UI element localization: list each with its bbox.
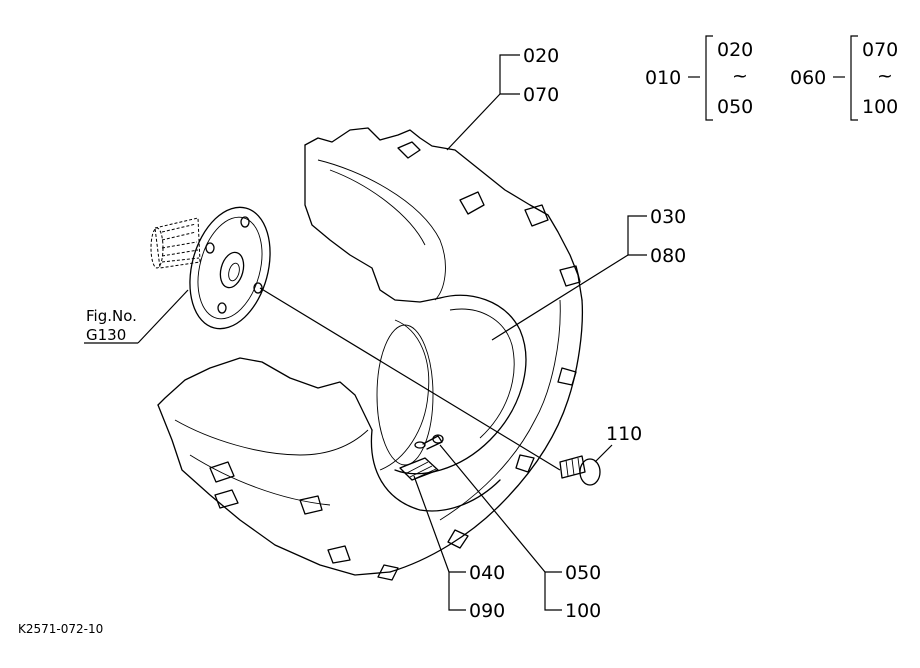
label-050: 050 xyxy=(565,562,601,584)
legend-key-060: 060 xyxy=(790,67,826,89)
legend-tilde: ~ xyxy=(732,65,748,87)
label-020: 020 xyxy=(523,45,559,67)
tire-wheel-icon xyxy=(157,127,584,581)
legend-group-010: 010 020 ~ 050 xyxy=(645,35,753,121)
label-030: 030 xyxy=(650,206,686,228)
legend-to-050: 050 xyxy=(717,96,753,118)
valve-icon xyxy=(414,434,444,450)
leader-lines xyxy=(84,54,647,611)
legend-key-010: 010 xyxy=(645,67,681,89)
bolt-icon xyxy=(559,455,601,486)
drawing-code: K2571-072-10 xyxy=(18,622,103,636)
legend-from-020: 020 xyxy=(717,39,753,61)
legend-group-060: 060 070 ~ 100 xyxy=(790,35,898,121)
label-040: 040 xyxy=(469,562,505,584)
label-080: 080 xyxy=(650,245,686,267)
legend-from-070: 070 xyxy=(862,39,898,61)
wheel-hub-icon xyxy=(150,206,271,330)
label-070: 070 xyxy=(523,84,559,106)
fig-ref-label: Fig.No. xyxy=(86,307,137,325)
legend-to-100: 100 xyxy=(862,96,898,118)
label-090: 090 xyxy=(469,600,505,622)
label-100: 100 xyxy=(565,600,601,622)
fig-ref-number: G130 xyxy=(86,326,126,344)
legend-tilde: ~ xyxy=(877,65,893,87)
label-110: 110 xyxy=(606,423,642,445)
